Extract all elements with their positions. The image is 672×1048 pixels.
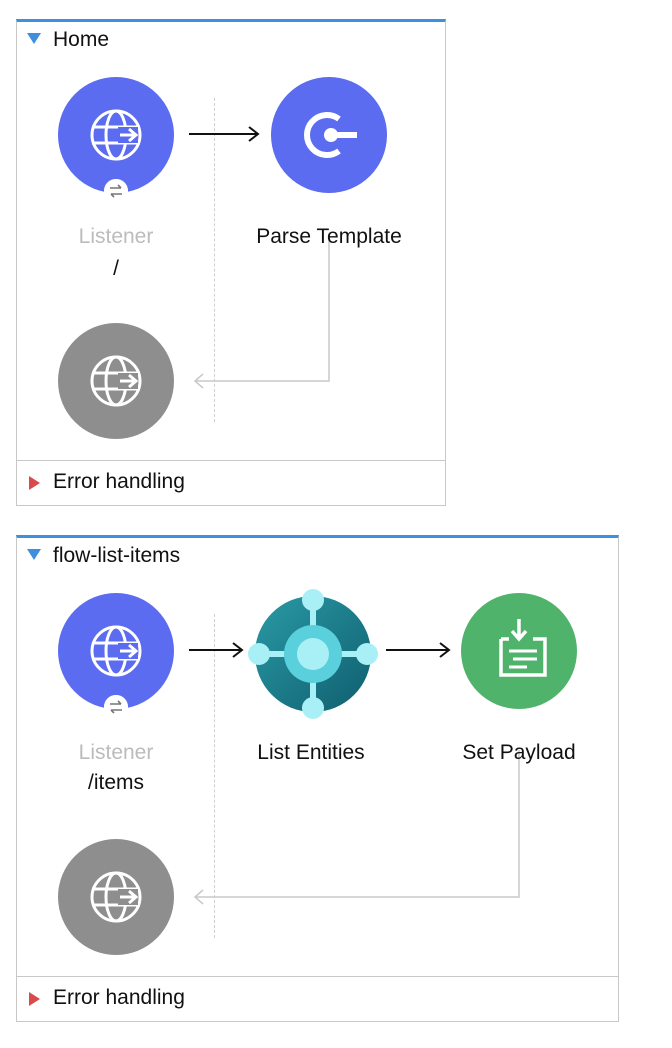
flow-connectors [189, 126, 330, 389]
flow-header[interactable]: flow-list-items [17, 538, 618, 574]
source-divider [214, 614, 215, 938]
error-handling-label: Error handling [53, 986, 185, 1009]
listener-node[interactable] [58, 593, 174, 709]
flow-list-items[interactable]: flow-list-items [16, 535, 619, 1022]
listener-path: / [113, 257, 119, 280]
set-payload-label: Set Payload [462, 741, 576, 764]
response-return-line [193, 234, 330, 389]
flow-canvas: Listener /items [17, 574, 618, 976]
flow-title: Home [53, 28, 110, 51]
error-handling-row[interactable]: Error handling [17, 976, 618, 1021]
list-entities-label: List Entities [257, 741, 365, 764]
flow-title: flow-list-items [53, 544, 181, 567]
collapse-triangle-icon[interactable] [27, 33, 41, 44]
error-handling-row[interactable]: Error handling [17, 460, 445, 505]
error-handling-label: Error handling [53, 470, 185, 493]
parse-template-label: Parse Template [256, 225, 402, 248]
parse-template-node[interactable] [271, 77, 387, 193]
set-payload-node[interactable] [461, 593, 577, 709]
listener-path: /items [87, 771, 145, 794]
expand-triangle-icon[interactable] [29, 476, 40, 490]
globe-listener-icon [58, 839, 174, 955]
parse-template-icon [271, 77, 387, 193]
list-entities-node[interactable] [247, 588, 379, 720]
listener-label: Listener [78, 225, 154, 248]
globe-listener-icon [58, 77, 174, 193]
globe-listener-icon [58, 593, 174, 709]
collapse-triangle-icon[interactable] [27, 549, 41, 560]
set-payload-icon [461, 593, 577, 709]
response-node[interactable] [58, 323, 174, 439]
swap-badge-icon [104, 695, 128, 719]
source-divider [214, 98, 215, 422]
listener-node[interactable] [58, 77, 174, 193]
flow-home[interactable]: Home [16, 19, 446, 506]
globe-listener-icon [58, 323, 174, 439]
arrow-list-entities-to-set-payload [386, 642, 451, 658]
response-node[interactable] [58, 839, 174, 955]
flow-canvas: Listener / Parse Template [17, 58, 445, 460]
arrow-listener-to-list-entities [189, 642, 244, 658]
flow-header[interactable]: Home [17, 22, 445, 58]
response-return-line [193, 750, 520, 905]
listener-label: Listener [78, 741, 154, 764]
swap-badge-icon [104, 179, 128, 203]
dynamics-connector-icon [248, 589, 378, 719]
expand-triangle-icon[interactable] [29, 992, 40, 1006]
flow-connectors [189, 642, 520, 905]
arrow-listener-to-parse [189, 126, 260, 142]
